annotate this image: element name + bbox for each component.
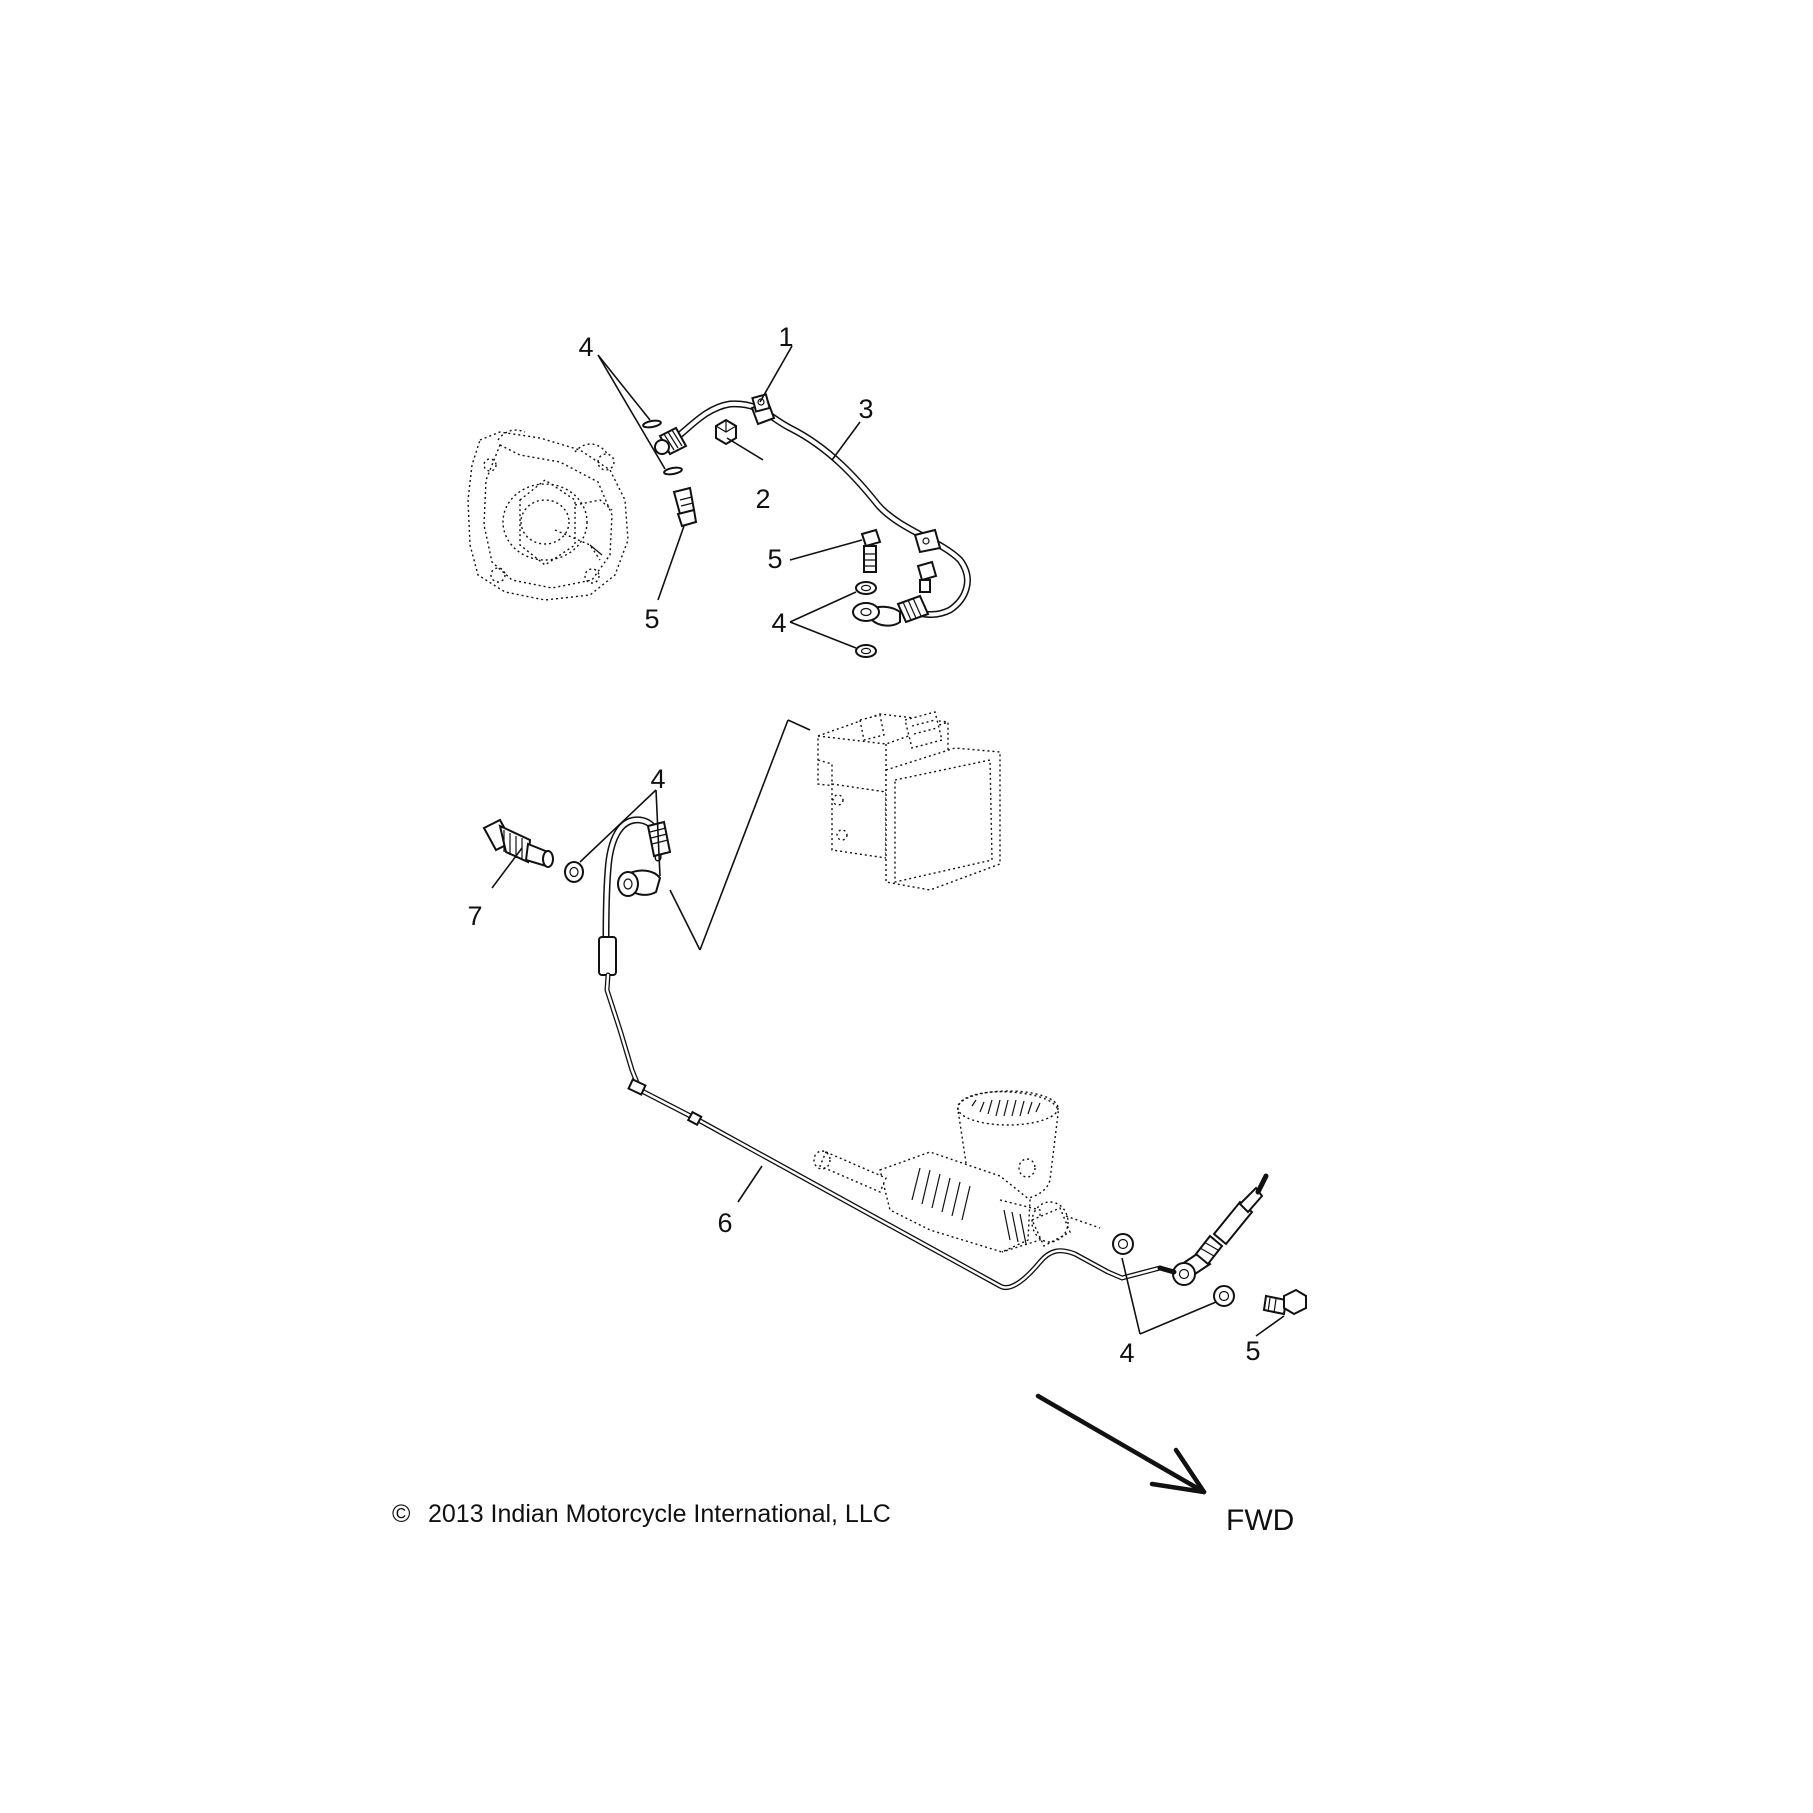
callout-4-lower: 4 [650, 764, 665, 794]
bolt-2 [715, 418, 737, 446]
callout-5-left: 5 [644, 604, 659, 634]
brake-line-lower [598, 816, 1212, 1290]
leader-lines-lower [491, 719, 1285, 1337]
callout-4-bottom: 4 [1119, 1338, 1134, 1368]
callout-4-mid: 4 [771, 608, 786, 638]
copyright-text: 2013 Indian Motorcycle International, LL… [428, 1500, 891, 1528]
fwd-label: FWD [1226, 1504, 1294, 1537]
master-cylinder [813, 1090, 1101, 1253]
callout-5-bottom: 5 [1245, 1336, 1260, 1366]
crush-washer-fitting-7 [564, 861, 584, 883]
crush-washers-mid [855, 581, 877, 658]
callout-6: 6 [717, 1208, 732, 1238]
callout-1: 1 [778, 322, 793, 352]
adapter-fitting-7 [482, 818, 554, 868]
banjo-bolt-left [672, 486, 698, 528]
crush-washers-top [642, 419, 683, 476]
abs-module [817, 711, 1001, 891]
callout-2: 2 [755, 484, 770, 514]
leader-lines-upper [597, 345, 863, 649]
callout-3: 3 [858, 394, 873, 424]
callout-4-top: 4 [578, 332, 593, 362]
copyright-symbol: © [392, 1500, 411, 1528]
banjo-bolt-bottom [1262, 1288, 1307, 1316]
banjo-bolt-mid [860, 528, 882, 573]
crush-washers-bottom [1112, 1233, 1235, 1307]
brake-caliper [467, 429, 629, 601]
hose-bolt [916, 560, 938, 593]
callout-7: 7 [467, 901, 482, 931]
brake-hose-upper [654, 393, 971, 627]
callout-5-mid: 5 [767, 544, 782, 574]
fwd-arrow [1035, 1393, 1207, 1495]
brake-switch [1194, 1173, 1269, 1266]
